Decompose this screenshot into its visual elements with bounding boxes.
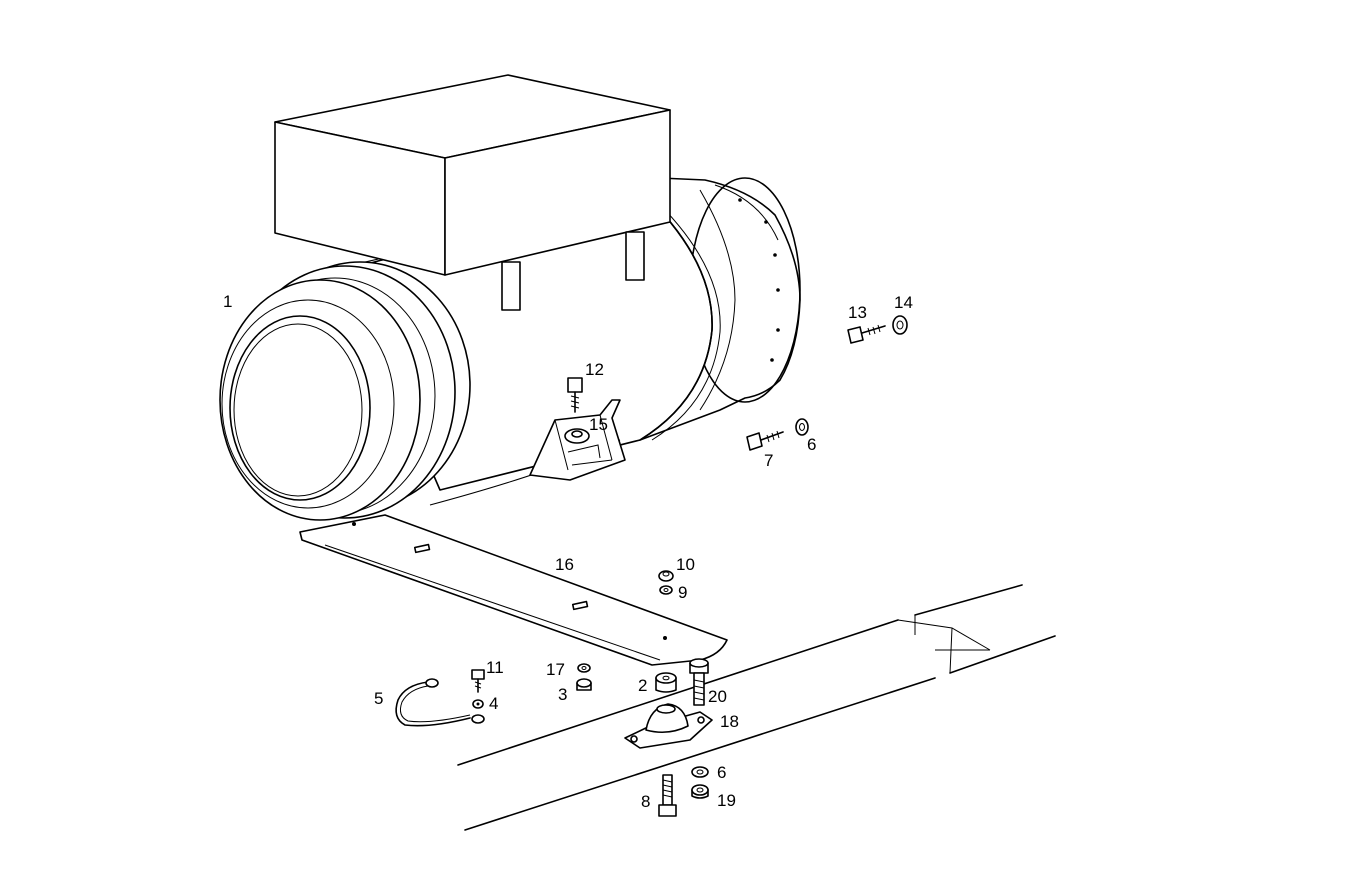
washer-19 (691, 784, 709, 799)
washer-6-lower (691, 766, 709, 778)
nut-3 (576, 678, 592, 691)
washer-4 (472, 699, 484, 709)
label-1: 1 (223, 292, 232, 311)
label-9: 9 (678, 583, 687, 602)
nut-10 (658, 570, 674, 582)
screw-11 (471, 669, 485, 693)
label-6-upper: 6 (807, 435, 816, 454)
screw-13 (847, 324, 886, 344)
label-3: 3 (558, 685, 567, 704)
label-19: 19 (717, 791, 736, 810)
label-10: 10 (676, 555, 695, 574)
label-7: 7 (764, 451, 773, 470)
screw-8 (658, 774, 677, 817)
label-13: 13 (848, 303, 867, 322)
label-16: 16 (555, 555, 574, 574)
label-14: 14 (894, 293, 913, 312)
screw-7 (746, 430, 784, 451)
label-5: 5 (374, 689, 383, 708)
label-4: 4 (489, 694, 498, 713)
label-6-lower: 6 (717, 763, 726, 782)
label-8: 8 (641, 792, 650, 811)
washer-17 (577, 663, 591, 673)
label-17: 17 (546, 660, 565, 679)
washer-9 (659, 585, 673, 595)
generator (219, 74, 801, 521)
label-2: 2 (638, 676, 647, 695)
frame-rail (457, 584, 1056, 831)
label-20: 20 (708, 687, 727, 706)
rubber-bush-2 (655, 672, 677, 693)
label-15: 15 (589, 415, 608, 434)
label-18: 18 (720, 712, 739, 731)
bolt-20 (689, 658, 709, 706)
mounting-plate-16 (299, 514, 728, 666)
label-11: 11 (486, 658, 504, 677)
washer-15 (564, 428, 590, 444)
washer-14 (892, 315, 908, 335)
label-12: 12 (585, 360, 604, 379)
screw-12 (567, 377, 583, 413)
washer-6-upper (795, 418, 809, 436)
rubber-mount-18 (624, 703, 713, 749)
earth-cable-5 (395, 678, 485, 727)
callout-labels: 1 12 15 13 14 7 6 16 10 9 17 3 2 20 18 1… (223, 292, 913, 811)
